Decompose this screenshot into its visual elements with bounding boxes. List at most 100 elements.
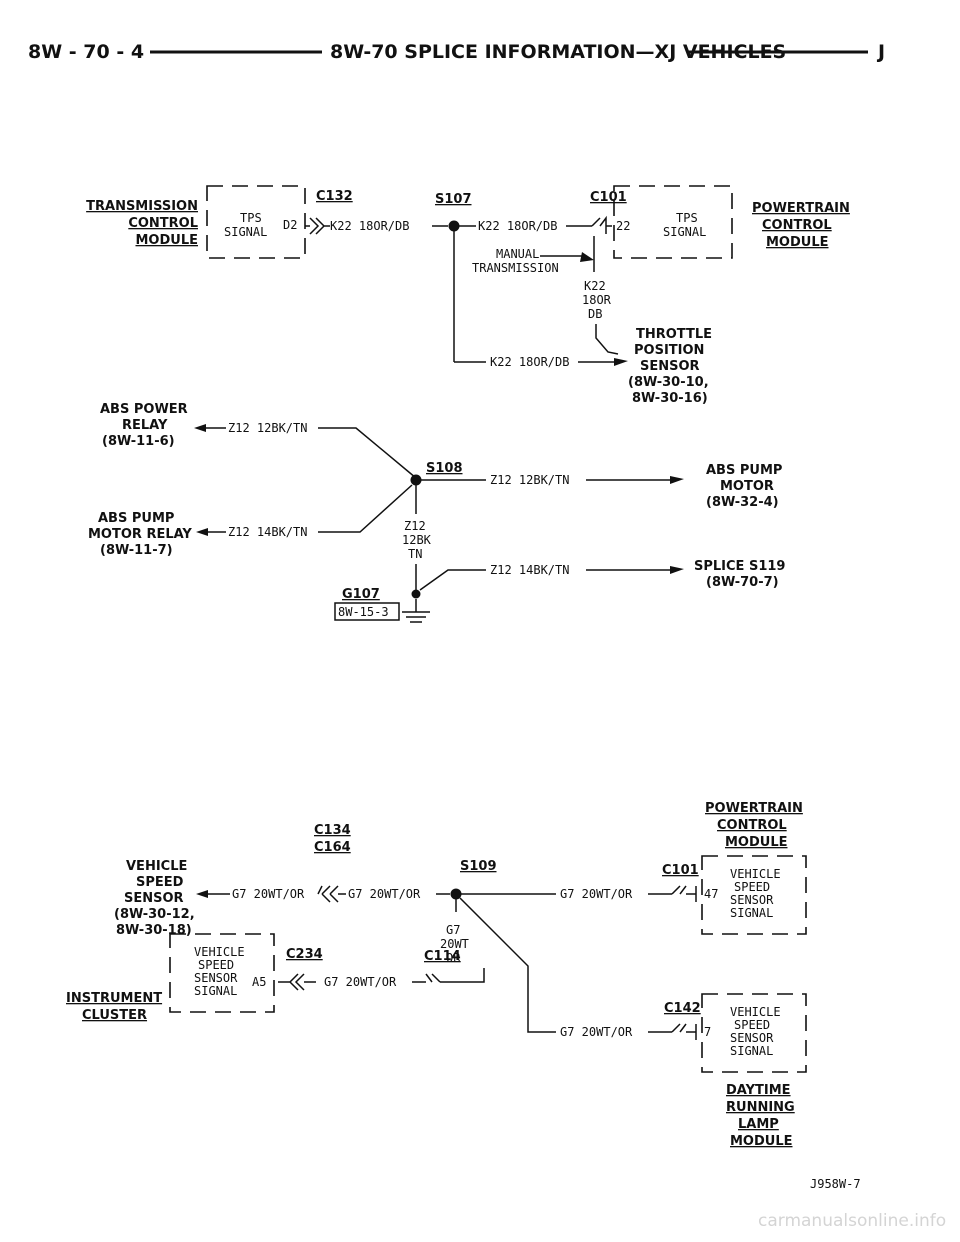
s119-branch-wire: [419, 569, 486, 591]
abs-power-relay-line1: ABS POWER: [100, 402, 188, 417]
wire-g7-drl: G7 20WT/OR: [560, 1025, 633, 1039]
connector-c101-bottom-label: C101: [662, 863, 699, 878]
cluster-pin-a5: A5: [252, 975, 266, 989]
tps-label-line4: (8W-30-10,: [628, 375, 709, 390]
drl-dashed-box: [701, 993, 807, 1073]
pcm-top-label-line3: MODULE: [766, 235, 829, 250]
pcm-pin-47: 47: [704, 887, 718, 901]
pcm-bottom-label-line2: CONTROL: [717, 818, 787, 833]
ground-g107-label: G107: [342, 587, 380, 602]
pcm-vss-line3: SENSOR: [730, 893, 774, 907]
drl-vss-line2: SPEED: [734, 1018, 770, 1032]
tps-lower-arrow: [614, 358, 628, 366]
cluster-vss-line2: SPEED: [198, 958, 234, 972]
wire-k22-left: K22 18OR/DB: [330, 219, 409, 233]
connector-c101-label: C101: [590, 190, 627, 205]
tps-label-line5: 8W-30-16): [632, 391, 708, 406]
connector-c234-label: C234: [286, 947, 323, 962]
abs-pump-motor-line1: ABS PUMP: [706, 463, 782, 478]
abs-pump-relay-arrow: [196, 528, 208, 536]
splice-s119-line2: (8W-70-7): [706, 575, 779, 590]
drl-vss-line1: VEHICLE: [730, 1005, 781, 1019]
wire-k22-right: K22 18OR/DB: [478, 219, 557, 233]
header-section-letter: J: [876, 41, 885, 63]
wire-z12-14bk-right: Z12 14BK/TN: [490, 563, 569, 577]
abs-pump-relay-line1: ABS PUMP: [98, 511, 174, 526]
middle-circuit-s108: ABS POWER RELAY (8W-11-6) Z12 12BK/TN S1…: [88, 402, 785, 623]
pcm-bottom-label-line3: MODULE: [725, 835, 788, 850]
tcm-label-line3: MODULE: [136, 233, 199, 248]
splice-s108-label: S108: [426, 461, 463, 476]
drl-vss-line4: SIGNAL: [730, 1044, 773, 1058]
splice-s109-label: S109: [460, 859, 497, 874]
pcm-top-label-line1: POWERTRAIN: [752, 201, 850, 216]
tcm-signal-label: SIGNAL: [224, 225, 267, 239]
abs-pump-motor-line2: MOTOR: [720, 479, 774, 494]
cluster-label-line2: CLUSTER: [82, 1008, 147, 1023]
wire-z12-14bk-left: Z12 14BK/TN: [228, 525, 307, 539]
vert-wire-k22: K22: [584, 279, 606, 293]
pcm-signal-label: SIGNAL: [663, 225, 706, 239]
manual-transmission-arrow: [580, 252, 594, 262]
connector-c142-label: C142: [664, 1001, 701, 1016]
tps-label-line3: SENSOR: [640, 359, 700, 374]
ground-g107-dot: [411, 589, 421, 599]
connector-c134-c164-symbol: [317, 885, 346, 903]
page-header: 8W - 70 - 4 8W-70 SPLICE INFORMATION—XJ …: [28, 41, 885, 63]
pcm-top-dashed-box: [613, 185, 733, 259]
g107-ref-text: 8W-15-3: [338, 605, 389, 619]
cluster-label-line1: INSTRUMENT: [66, 991, 162, 1006]
tps-label-line2: POSITION: [634, 343, 704, 358]
connector-c114-symbol: [412, 973, 441, 983]
wire-g7-to-pcm: G7 20WT/OR: [560, 887, 633, 901]
vss-label-line4: (8W-30-12,: [114, 907, 195, 922]
connector-c132-symbol: [305, 217, 330, 235]
cluster-vss-line4: SIGNAL: [194, 984, 237, 998]
tcm-label-line2: CONTROL: [128, 216, 198, 231]
vss-arrow: [196, 890, 208, 898]
drl-label-line4: MODULE: [730, 1134, 793, 1149]
connector-c132: C132: [316, 189, 353, 204]
manual-transmission-line1: MANUAL: [496, 247, 539, 261]
wire-k22-bottom: K22 18OR/DB: [490, 355, 569, 369]
splice-s109-dot: [450, 888, 462, 900]
connector-c234-symbol: [278, 973, 316, 991]
wire-to-s108-lower: [318, 484, 413, 533]
wire-g7-cluster: G7 20WT/OR: [324, 975, 397, 989]
pcm-bottom-dashed-box: [701, 855, 807, 935]
s109-to-c114-wire: [440, 968, 485, 983]
drl-label-line2: RUNNING: [726, 1100, 795, 1115]
vert-wire-18or: 18OR: [582, 293, 612, 307]
wire-z12-12bk-upper: Z12 12BK/TN: [228, 421, 307, 435]
tps-upper-wire: [595, 324, 619, 355]
splice-s119-arrow: [670, 566, 684, 574]
pcm-vss-line2: SPEED: [734, 880, 770, 894]
figure-id: J958W-7: [810, 1177, 861, 1191]
tcm-label-line1: TRANSMISSION: [86, 199, 198, 214]
drl-label-line1: DAYTIME: [726, 1083, 791, 1098]
vss-label-line1: VEHICLE: [126, 859, 187, 874]
drl-pin-7: 7: [704, 1025, 711, 1039]
drl-vss-line3: SENSOR: [730, 1031, 774, 1045]
abs-power-relay-line3: (8W-11-6): [102, 434, 175, 449]
abs-pump-motor-line3: (8W-32-4): [706, 495, 779, 510]
abs-pump-relay-line3: (8W-11-7): [100, 543, 173, 558]
vert-wire-tn: TN: [408, 547, 422, 561]
vert-wire-z12: Z12: [404, 519, 426, 533]
vss-label-line2: SPEED: [136, 875, 184, 890]
abs-pump-motor-arrow: [670, 476, 684, 484]
vss-label-line5: 8W-30-18): [116, 923, 192, 938]
abs-pump-relay-line2: MOTOR RELAY: [88, 527, 192, 542]
abs-power-relay-line2: RELAY: [122, 418, 168, 433]
watermark: carmanualsonline.info: [758, 1211, 946, 1231]
tcm-dashed-box: [206, 185, 306, 259]
cluster-dashed-box: [169, 933, 275, 1013]
tcm-tps-label: TPS: [240, 211, 262, 225]
vert-wire-20wt: 20WT: [440, 937, 469, 951]
cluster-vss-line3: SENSOR: [194, 971, 238, 985]
tcm-pin-d2: D2: [283, 218, 297, 232]
connector-c142-symbol: [671, 1023, 697, 1040]
wire-to-s108-upper: [318, 427, 417, 479]
splice-s119-line1: SPLICE S119: [694, 559, 785, 574]
